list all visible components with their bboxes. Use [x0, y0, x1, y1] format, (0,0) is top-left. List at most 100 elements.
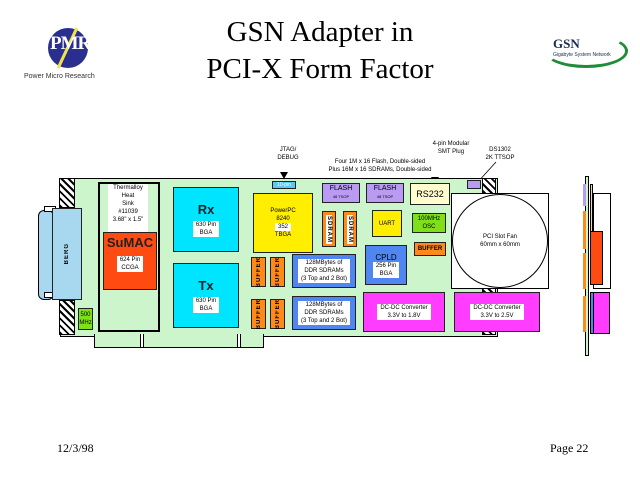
gsn-logo-swoosh — [544, 34, 628, 68]
cpld-pkg-line-1: 256 Pin — [375, 262, 397, 269]
hs-line-1: Thermalloy — [113, 185, 143, 191]
edge-notch-2 — [237, 334, 241, 348]
rs232-label: RS232 — [416, 189, 444, 199]
ppc-line-2: 8240 — [276, 216, 290, 222]
ds1302-chip — [467, 180, 481, 189]
ddr-top-line-3: (3 Top and 2 Bot) — [301, 276, 347, 282]
pmr-logo-mark: PMR — [50, 33, 91, 54]
osc500-line-2: MHz — [79, 320, 92, 326]
ddr-top-line-1: 128MBytes of — [305, 260, 343, 266]
sdram-chip-2: SDRAM — [343, 211, 357, 247]
slide-date: 12/3/98 — [57, 441, 94, 455]
osc-500mhz: 500 MHz — [78, 308, 93, 330]
side-chip-orange-3 — [583, 296, 586, 332]
dcdc2-label: DC-DC Converter 3.3V to 2.5V — [470, 304, 524, 320]
osc500-line-1: 500 — [80, 312, 91, 318]
sumac-pkg-line-2: CCGA — [121, 265, 139, 271]
buffer-chip-3: BUFFER — [251, 299, 266, 329]
flash-note-line-2: Plus 16M x 16 SDRAMs, Double-sided — [328, 167, 432, 173]
heat-sink-label: Thermalloy Heat Sink #11039 3.68" x 1.5" — [108, 184, 148, 232]
sdram-chip-1: SDRAM — [322, 211, 336, 247]
plug-line-2: SMT Plug — [437, 149, 465, 155]
flash2-pkg: 48 TSOP — [376, 194, 394, 199]
flash2-name: FLASH — [373, 185, 397, 192]
jtag-arrow-icon — [280, 172, 288, 179]
jtag-header-label: 10-pin — [277, 182, 291, 188]
buffer-chip-1: BUFFER — [251, 257, 266, 287]
sumac-pkg: 624 Pin CCGA — [116, 256, 144, 272]
cpld-name: CPLD — [375, 252, 397, 262]
hs-line-3: Sink — [122, 201, 134, 207]
flash-sdram-note: Four 1M x 16 Flash, Double-sided Plus 16… — [310, 158, 450, 174]
ddr-top-label: 128MBytes of DDR SDRAMs (3 Top and 2 Bot… — [298, 259, 350, 283]
ppc-pkg: 352 — [274, 223, 291, 231]
ds1302-line-1: DS1302 — [489, 147, 511, 153]
sdram1-label: SDRAM — [326, 214, 332, 244]
osc100-line-1: 100MHz — [417, 216, 441, 222]
hs-line-2: Heat — [121, 193, 135, 199]
tx-chip: Tx 630 Pin BGA — [173, 263, 239, 328]
cpld-pkg: 256 Pin BGA — [372, 261, 400, 278]
buffer1-label: BUFFER — [255, 256, 262, 288]
uart-chip: UART — [372, 210, 402, 237]
rs232-connector: RS232 — [410, 183, 450, 205]
ddr-top-line-2: DDR SDRAMs — [304, 268, 344, 274]
osc100-line-2: OSC — [422, 224, 436, 230]
ddr-bot-label: 128MBytes of DDR SDRAMs (3 Top and 2 Bot… — [298, 301, 350, 325]
hs-line-4: #11039 — [118, 209, 138, 215]
fan-label: PCI Slot Fan 60mm x 60mm — [452, 233, 548, 249]
hs-line-5: 3.68" x 1.5" — [112, 217, 144, 223]
tx-pkg: 630 Pin BGA — [192, 297, 220, 313]
ddr-bank-bottom: 128MBytes of DDR SDRAMs (3 Top and 2 Bot… — [292, 296, 356, 330]
side-chip-violet — [583, 184, 586, 206]
plug-line-1: 4-pin Modular — [432, 141, 470, 147]
berg-connector: BERG — [52, 208, 82, 300]
gsn-logo-name: Gigabyte System Network — [553, 52, 611, 58]
sumac-pkg-line-1: 624 Pin — [119, 257, 141, 263]
edge-connector — [94, 334, 264, 348]
jtag-line-1: JTAG/ — [279, 147, 297, 153]
sumac-chip: SuMAC 624 Pin CCGA — [103, 232, 157, 290]
dcdc2-line-2: 3.3V to 2.5V — [480, 313, 514, 319]
side-chip-orange-2 — [583, 253, 586, 289]
cpld-pkg-line-2: BGA — [379, 270, 393, 277]
page-number: Page 22 — [550, 441, 589, 455]
jtag-header: 10-pin — [272, 181, 296, 189]
dcdc-converter-2v5: DC-DC Converter 3.3V to 2.5V — [454, 292, 540, 332]
rx-pkg: 630 Pin BGA — [192, 221, 220, 237]
edge-notch-1 — [140, 334, 144, 348]
buffer-chip-right: BUFFER — [414, 242, 446, 256]
slide-title: GSN Adapter in PCI-X Form Factor — [170, 14, 470, 88]
dcdc1-label: DC-DC Converter 3.3V to 1.8V — [377, 304, 431, 320]
ddr-bot-line-3: (3 Top and 2 Bot) — [301, 318, 347, 324]
flash1-pkg: 48 TSOP — [332, 194, 350, 199]
tx-pkg-line-1: 630 Pin — [195, 298, 217, 304]
rx-name: Rx — [197, 202, 215, 217]
ppc-line-1: PowerPC — [270, 208, 296, 214]
osc-100mhz: 100MHz OSC — [412, 213, 446, 233]
buffer-chip-4: BUFFER — [270, 299, 285, 329]
uart-label: UART — [378, 220, 396, 227]
pmr-logo-name: Power Micro Research — [24, 73, 95, 80]
jtag-note: JTAG/ DEBUG — [270, 146, 306, 162]
side-chip-orange-1 — [583, 211, 586, 249]
ppc-pkg-line-1: 352 — [277, 224, 288, 230]
rx-pkg-line-1: 630 Pin — [195, 222, 217, 228]
sumac-name: SuMAC — [106, 235, 154, 250]
rx-pkg-line-2: BGA — [199, 230, 213, 236]
bracket-hatch-top-left — [59, 178, 75, 208]
buffer2-label: BUFFER — [274, 256, 281, 288]
title-line-1: GSN Adapter in — [226, 16, 414, 48]
ddr-bank-top: 128MBytes of DDR SDRAMs (3 Top and 2 Bot… — [292, 254, 356, 288]
ppc-pkg-line-2: TBGA — [274, 232, 292, 238]
modular-plug-note: 4-pin Modular SMT Plug — [424, 140, 478, 156]
bracket-hatch-bottom-left — [59, 300, 75, 335]
rx-chip: Rx 630 Pin BGA — [173, 187, 239, 252]
dcdc1-line-1: DC-DC Converter — [380, 305, 428, 311]
jtag-line-2: DEBUG — [277, 155, 299, 161]
side-heatsink — [590, 231, 603, 285]
title-line-2: PCI-X Form Factor — [206, 53, 434, 85]
ds1302-note: DS1302 2K TTSOP — [480, 146, 520, 162]
ddr-bot-line-1: 128MBytes of — [305, 302, 343, 308]
ds1302-line-2: 2K TTSOP — [485, 155, 515, 161]
